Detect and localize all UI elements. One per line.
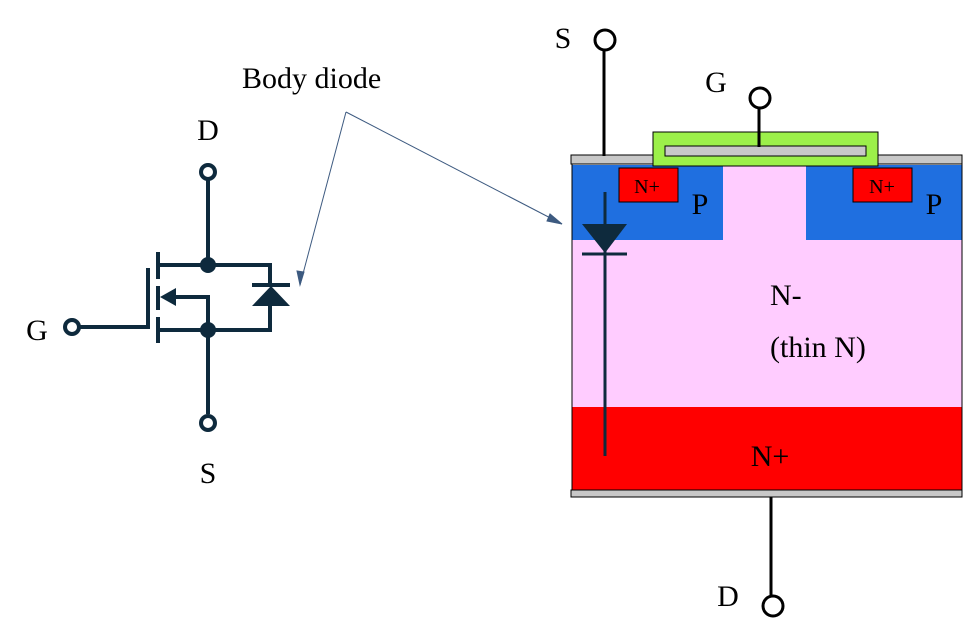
body-connection [174,295,210,330]
drain-terminal [199,163,217,181]
gate-wire [80,268,150,329]
cross-section-source-terminal [593,28,617,52]
gate-terminal [63,318,81,336]
right-n-plus-source [852,167,913,203]
cross-section: N+ P N+ P N- (thin N) N+ S G D [555,22,963,618]
cross-section-gate-terminal [748,86,772,110]
body-arrow [160,288,176,306]
substrate-label: N+ [751,440,790,473]
symbol-drain-label: D [197,114,219,147]
annotation-arrows [296,111,563,287]
annotation-arrowhead-symbol [296,270,305,287]
annotation-arrow-to-cross-section [345,111,563,225]
source-junction-dot [200,322,216,338]
mosfet-symbol [80,180,290,414]
body-diode-annotation: Body diode [242,62,381,95]
gate-electrode [664,145,867,157]
symbol-body-diode [252,286,290,306]
annotation-arrowhead-cross-section [546,213,563,225]
drift-label-line2: (thin N) [770,331,866,364]
cross-section-drain-label: D [717,580,739,613]
symbol-gate-label: G [26,314,48,347]
left-n-plus-label: N+ [634,176,660,198]
drift-label-line1: N- [770,279,802,312]
cross-section-source-label: S [555,22,572,55]
diode-wire-top [208,263,272,283]
left-n-plus-source [618,167,679,203]
cross-section-body-diode [582,224,627,253]
source-terminal [199,414,217,432]
left-p-label: P [692,188,709,221]
diode-wire-bottom [208,306,272,332]
cross-section-drain-terminal [761,594,785,618]
bottom-metal [570,489,963,498]
drain-junction-dot [200,257,216,273]
n-plus-substrate [572,407,962,491]
right-n-plus-label: N+ [869,176,895,198]
symbol-source-label: S [200,457,217,490]
right-p-label: P [926,188,943,221]
annotation-arrow-to-symbol [299,111,347,286]
cross-section-gate-label: G [705,66,727,99]
